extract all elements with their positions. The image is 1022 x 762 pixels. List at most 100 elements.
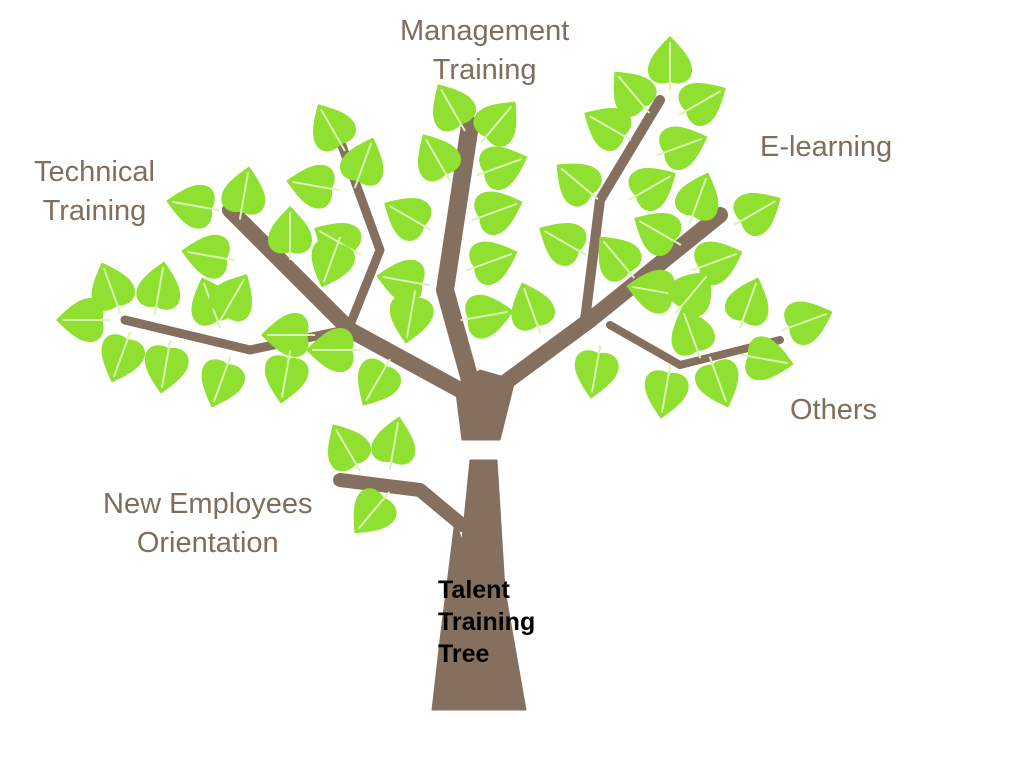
leaf-vein <box>382 275 430 287</box>
leaf-vein <box>388 422 400 470</box>
leaf <box>261 313 315 357</box>
leaf <box>668 271 712 317</box>
branch-technical <box>120 315 350 355</box>
leaf-vein <box>708 356 728 403</box>
label-line: Technical <box>34 156 155 188</box>
leaf <box>56 298 110 342</box>
label-technical-training: Technical Training <box>34 153 155 231</box>
leaf-vein <box>628 175 672 201</box>
label-line: Training <box>432 54 537 86</box>
leaf-vein <box>674 275 708 314</box>
leaf-vein <box>280 350 292 398</box>
leaf-vein <box>238 172 250 220</box>
leaf-vein <box>153 267 165 315</box>
leaf-shape <box>181 234 230 279</box>
leaf <box>556 163 602 207</box>
label-line: Orientation <box>136 527 279 559</box>
leaf-shape <box>745 336 794 381</box>
leaf-vein <box>522 287 542 334</box>
leaf-shape <box>694 359 739 408</box>
leaves <box>56 36 833 534</box>
label-management-training: Management Training <box>400 12 569 90</box>
leaf-shape <box>574 350 619 399</box>
leaf-shape <box>264 355 309 404</box>
leaf-vein <box>560 167 599 201</box>
leaf-vein <box>733 200 777 226</box>
leaf-shape <box>91 262 136 311</box>
leaf-vein <box>682 312 702 359</box>
leaf-vein <box>357 491 391 530</box>
leaf <box>101 331 146 383</box>
leaf-vein <box>590 345 602 393</box>
leaf-vein <box>781 312 828 332</box>
leaf <box>268 206 312 260</box>
leaf <box>313 104 357 152</box>
leaf <box>644 365 689 419</box>
leaf-shape <box>201 359 246 408</box>
leaf <box>371 416 416 470</box>
leaf <box>733 193 781 237</box>
leaf-vein <box>617 75 651 114</box>
leaf <box>328 424 372 472</box>
leaf-shape <box>389 295 434 344</box>
leaf-shape <box>474 191 523 236</box>
leaf <box>358 358 402 406</box>
leaf-vein <box>602 240 636 279</box>
leaf <box>656 126 708 171</box>
leaf-shape <box>371 416 416 465</box>
label-e-learning: E-learning <box>760 131 893 163</box>
leaf <box>286 164 340 209</box>
title-line: Talent <box>438 576 510 604</box>
leaf-shape <box>469 241 518 286</box>
leaf <box>339 137 384 189</box>
leaf-vein <box>479 105 513 144</box>
label-line: New Employees <box>103 488 313 520</box>
leaf-vein <box>740 353 788 365</box>
leaf <box>208 274 252 322</box>
leaf-shape <box>286 164 335 209</box>
leaf-vein <box>102 267 122 314</box>
branch-left-main <box>222 202 468 398</box>
leaf-vein <box>660 365 672 413</box>
label-others: Others <box>790 394 878 426</box>
leaf-shape <box>339 137 384 186</box>
leaf-shape <box>511 282 556 331</box>
leaf-vein <box>112 331 132 378</box>
leaf <box>181 234 235 279</box>
leaf <box>781 301 833 346</box>
leaf-shape <box>166 184 215 229</box>
leaf-vein <box>688 177 708 224</box>
leaf-shape <box>724 277 769 326</box>
leaf <box>511 282 556 334</box>
leaf <box>384 198 432 242</box>
leaf-vein <box>405 290 417 338</box>
leaf <box>166 184 220 229</box>
leaf-shape <box>101 334 146 383</box>
leaf <box>376 259 430 304</box>
leaf-vein <box>543 230 587 256</box>
leaf-vein <box>318 230 362 256</box>
leaf-shape <box>626 269 675 314</box>
leaf-vein <box>678 90 722 116</box>
leaf-shape <box>479 146 528 191</box>
leaf <box>144 340 189 394</box>
label-line: Management <box>400 15 570 47</box>
leaf <box>460 294 514 339</box>
leaf-vein <box>322 236 342 283</box>
leaf-vein <box>219 278 245 322</box>
leaf-shape <box>659 126 708 171</box>
leaf <box>539 223 587 267</box>
leaf-vein <box>691 252 738 272</box>
leaf <box>648 36 692 90</box>
leaf <box>221 166 266 220</box>
leaf-shape <box>376 259 425 304</box>
branch-elearning <box>580 95 665 325</box>
leaf-vein <box>471 202 518 222</box>
tree-title: Talent Training Tree <box>438 574 535 670</box>
leaf <box>353 488 397 534</box>
leaf <box>628 168 676 212</box>
leaf <box>613 71 657 117</box>
leaf-vein <box>320 108 346 152</box>
